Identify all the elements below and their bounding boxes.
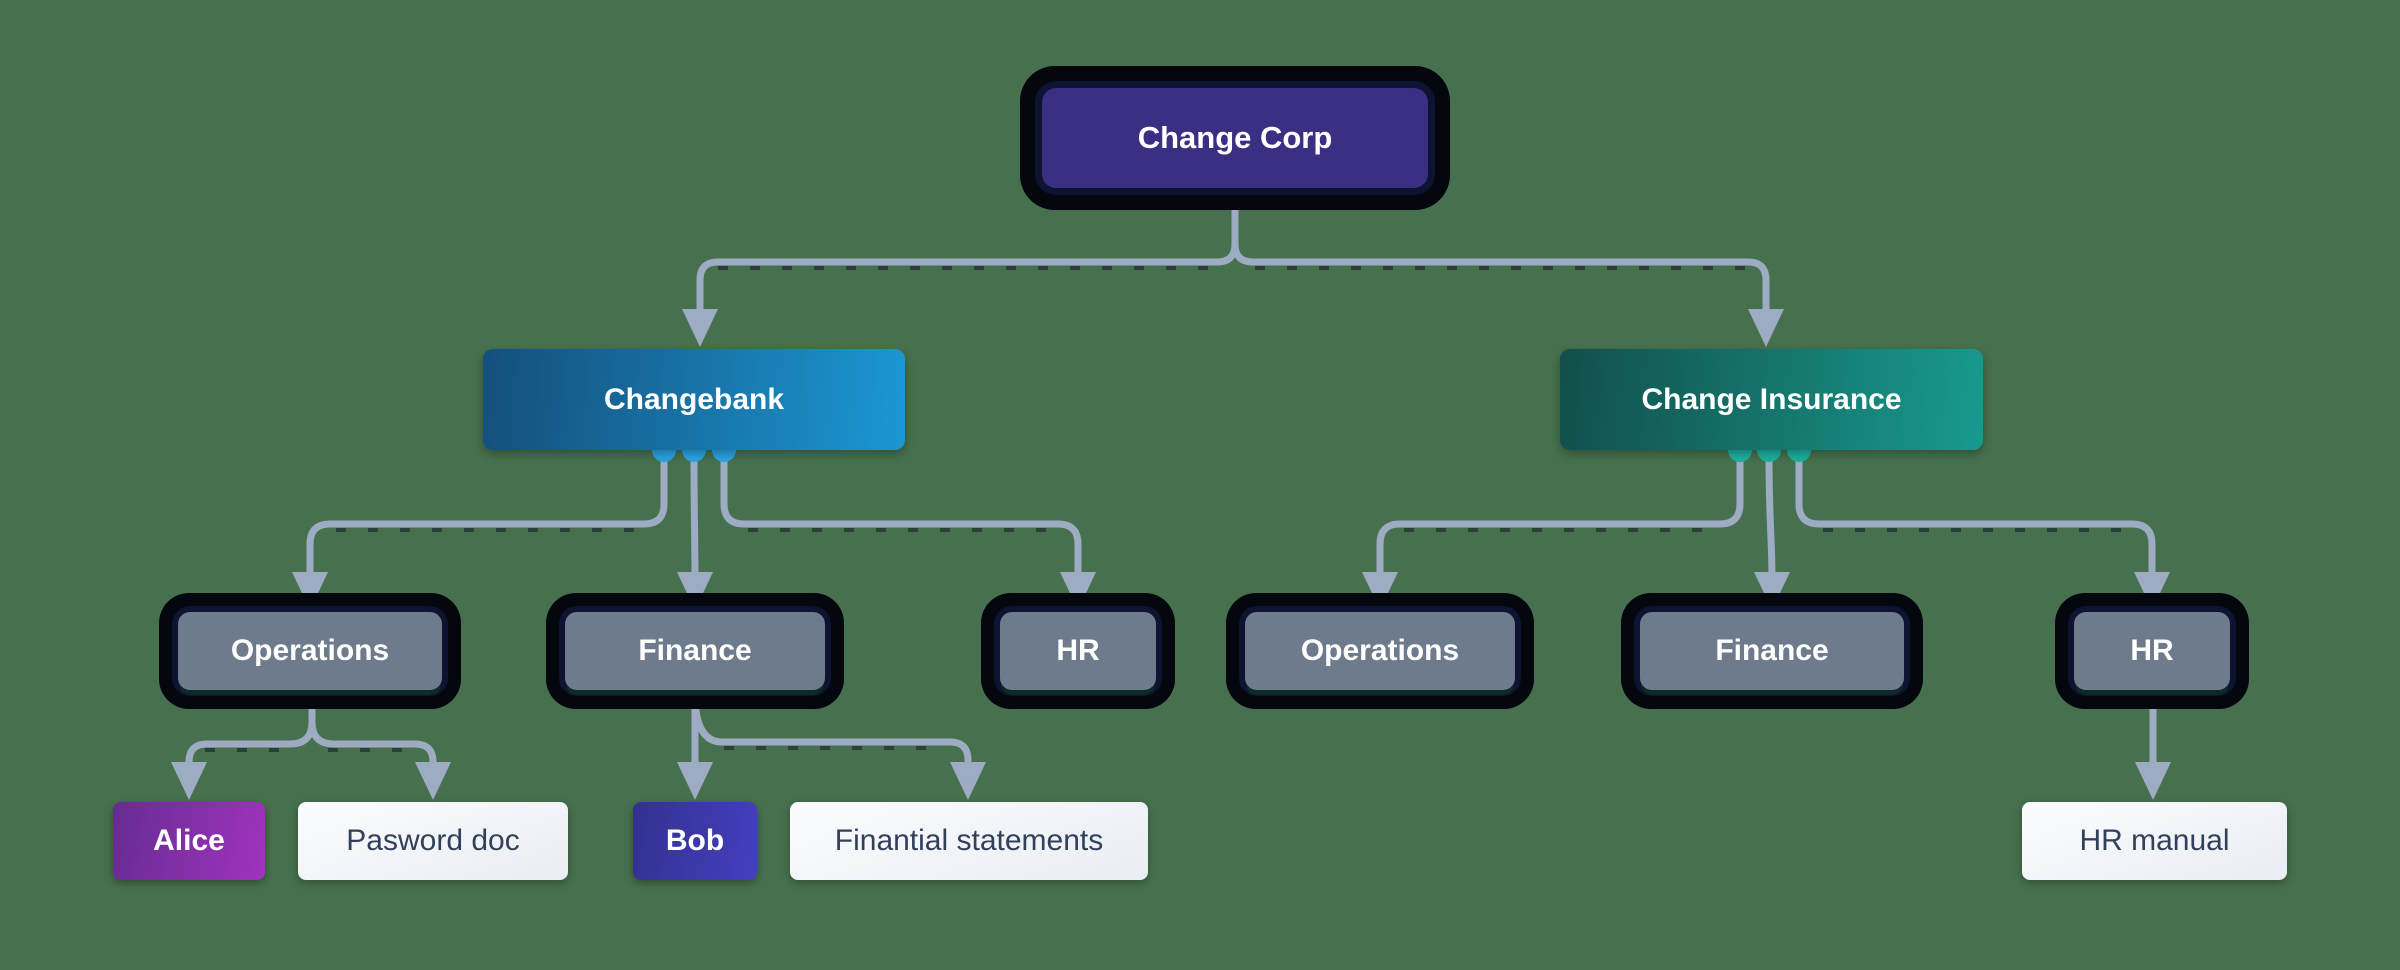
node-hr-insurance-label: HR (2130, 634, 2174, 667)
node-changebank-label: Changebank (603, 382, 785, 416)
edge-changebank-to-hr (720, 452, 1082, 584)
edge-insurance-to-finance (1765, 452, 1776, 584)
edge-corp-to-change-insurance (1231, 192, 1770, 322)
edge-insurance-to-operations (1376, 452, 1744, 584)
arrowhead-pasword-doc (415, 762, 451, 800)
edge-lines (185, 192, 2157, 776)
arrowhead-alice (171, 762, 207, 800)
edge-shadow-dashes (205, 266, 2128, 752)
node-changebank[interactable]: Changebank (483, 349, 905, 450)
arrowhead-change-insurance (1748, 309, 1784, 347)
arrowhead-finance-bank (677, 572, 713, 610)
node-hr-manual[interactable]: HR manual (2022, 802, 2287, 880)
arrowhead-finantial-statements (950, 762, 986, 800)
node-hr-bank-label: HR (1056, 634, 1100, 667)
node-operations-bank-label: Operations (230, 634, 390, 667)
node-finance-insurance[interactable]: Finance (1640, 612, 1904, 690)
edge-finance-to-finantial-statements (691, 693, 972, 776)
dash-shadow-leaf-level (205, 746, 946, 752)
arrowhead-hr-manual (2135, 762, 2171, 800)
arrowhead-finance-insurance (1754, 572, 1790, 610)
node-alice[interactable]: Alice (113, 802, 265, 880)
edge-arrowheads (171, 309, 2171, 800)
node-pasword-doc-label: Pasword doc (346, 824, 520, 857)
node-finance-bank-label: Finance (638, 634, 752, 667)
edge-changebank-to-finance (690, 452, 699, 584)
node-operations-insurance[interactable]: Operations (1245, 612, 1515, 690)
edge-insurance-to-hr (1795, 452, 2156, 584)
node-finance-bank[interactable]: Finance (565, 612, 825, 690)
node-hr-bank[interactable]: HR (1000, 612, 1156, 690)
arrowhead-hr-bank (1060, 572, 1096, 610)
node-change-corp[interactable]: Change Corp (1042, 88, 1428, 188)
node-operations-bank[interactable]: Operations (178, 612, 442, 690)
edge-operations-to-alice (185, 696, 316, 776)
arrowhead-bob (677, 762, 713, 800)
node-change-corp-label: Change Corp (1137, 120, 1333, 155)
edge-corp-to-changebank (696, 192, 1239, 322)
node-hr-insurance[interactable]: HR (2074, 612, 2230, 690)
node-change-insurance[interactable]: Change Insurance (1560, 349, 1983, 450)
arrowhead-operations-insurance (1362, 572, 1398, 610)
node-bob-label: Bob (665, 824, 725, 857)
node-change-insurance-label: Change Insurance (1641, 382, 1902, 416)
node-finantial-statements[interactable]: Finantial statements (790, 802, 1148, 880)
edge-operations-to-pasword-doc (308, 696, 437, 776)
node-bob[interactable]: Bob (633, 802, 757, 880)
node-operations-insurance-label: Operations (1300, 634, 1460, 667)
node-pasword-doc[interactable]: Pasword doc (298, 802, 568, 880)
node-finantial-statements-label: Finantial statements (834, 824, 1104, 857)
arrowhead-changebank (682, 309, 718, 347)
node-alice-label: Alice (153, 824, 225, 857)
edge-changebank-to-operations (306, 452, 668, 584)
arrowhead-operations-bank (292, 572, 328, 610)
node-finance-insurance-label: Finance (1715, 634, 1829, 667)
arrowhead-hr-insurance (2134, 572, 2170, 610)
node-hr-manual-label: HR manual (2079, 824, 2230, 857)
